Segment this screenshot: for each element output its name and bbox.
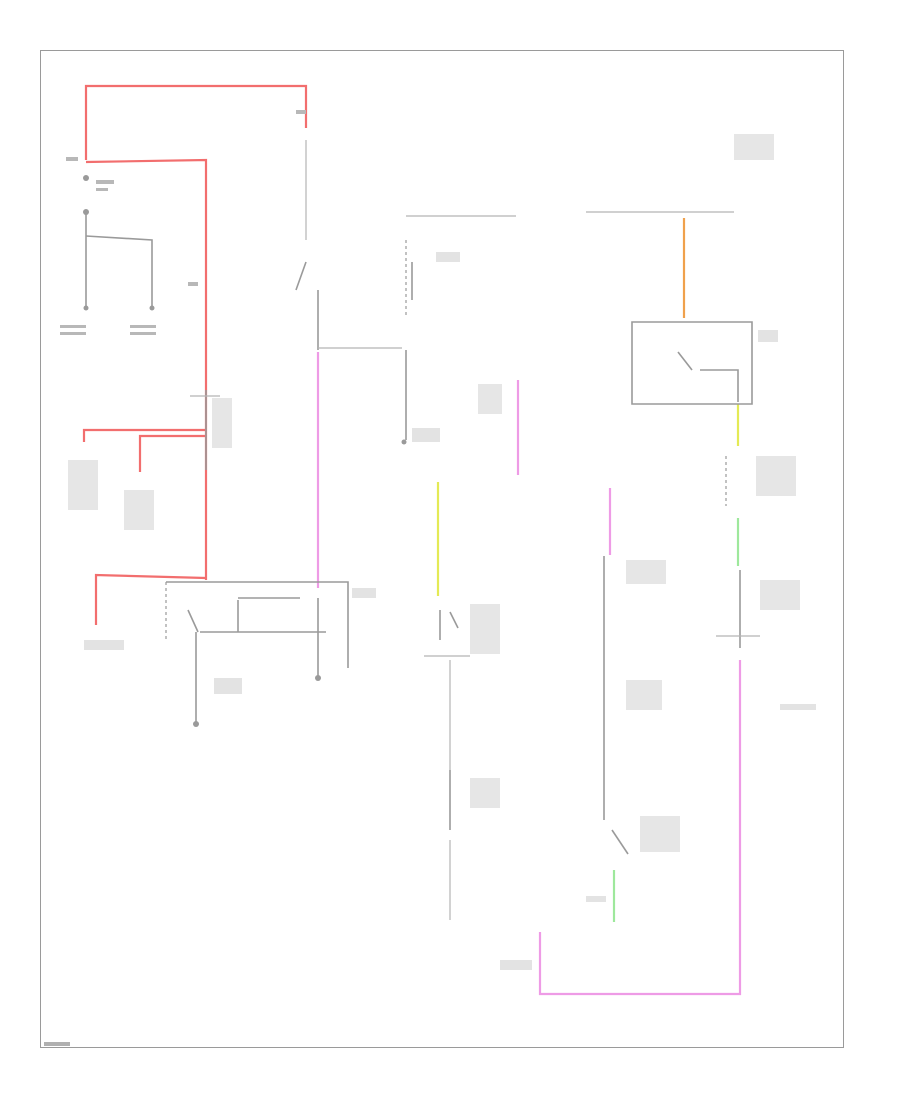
label-mark <box>60 332 86 335</box>
label-marks <box>60 110 816 970</box>
label-mark <box>760 580 800 610</box>
pink-wire-bottom-loop <box>538 660 742 996</box>
label-mark <box>352 588 376 598</box>
pink-wire-group <box>316 352 742 996</box>
hot-bus-branch <box>85 235 153 306</box>
label-mark <box>96 188 108 191</box>
junction-top-left <box>83 175 89 181</box>
label-mark <box>412 428 440 442</box>
center-switch-a-contact <box>449 611 459 629</box>
diagram-frame <box>40 50 844 1048</box>
label-mark <box>214 678 242 694</box>
ground-junction-right <box>315 675 321 681</box>
label-mark <box>780 704 816 710</box>
label-mark <box>68 460 98 510</box>
right-box <box>631 321 753 405</box>
label-mark <box>734 134 774 160</box>
label-mark <box>500 960 532 970</box>
schematic-structure <box>83 140 760 920</box>
label-mark <box>478 384 502 414</box>
label-mark <box>60 325 86 328</box>
ground-left-b <box>149 305 155 311</box>
starter-ground <box>193 721 199 727</box>
label-mark <box>130 325 156 328</box>
red-wire-top-loop <box>84 84 308 160</box>
junction-block-top <box>166 581 349 668</box>
label-mark <box>66 157 78 161</box>
red-wire-group <box>82 84 308 625</box>
label-mark <box>586 896 606 902</box>
label-mark <box>470 604 500 654</box>
label-mark <box>212 398 232 448</box>
label-mark <box>640 816 680 852</box>
label-mark <box>130 332 156 335</box>
junction-switch-a <box>187 609 199 633</box>
label-mark <box>84 640 124 650</box>
label-mark <box>96 180 114 184</box>
right-box-switch <box>677 351 693 371</box>
relay-ground-point <box>401 439 407 445</box>
label-mark <box>756 456 796 496</box>
junction-fuse-left <box>83 209 89 215</box>
label-mark <box>436 252 460 262</box>
label-mark <box>188 282 198 286</box>
figure-code-marker <box>44 1042 70 1046</box>
right-switch-bottom <box>611 829 629 855</box>
label-mark <box>470 778 500 808</box>
label-mark <box>626 560 666 584</box>
red-wire-branch-a <box>82 428 206 442</box>
yellow-wire-group <box>436 404 740 596</box>
ignition-switch-contact <box>295 261 307 291</box>
ground-left-a <box>83 305 89 311</box>
label-mark <box>758 330 778 342</box>
green-wire-group <box>612 518 740 922</box>
right-box-out <box>700 369 739 402</box>
red-wire-lower-feed <box>94 573 207 625</box>
label-mark <box>124 490 154 530</box>
red-wire-branch-b <box>138 434 206 472</box>
label-mark <box>296 110 306 114</box>
label-mark <box>626 680 662 710</box>
